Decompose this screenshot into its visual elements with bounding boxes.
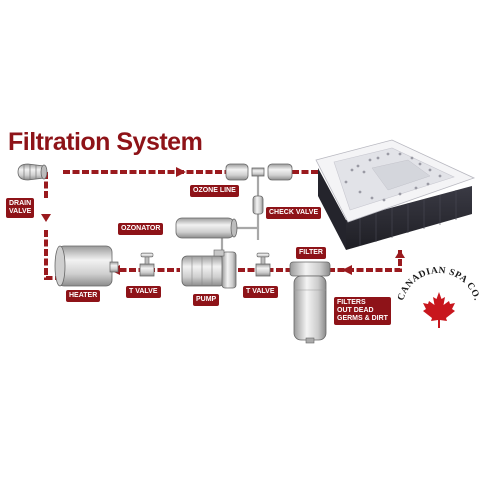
filter-note-line: GERMS & DIRT [337, 315, 388, 322]
drain-valve-label-line: VALVE [9, 208, 32, 215]
pump-label: PUMP [193, 294, 220, 306]
pump [181, 249, 237, 289]
page-title: Filtration System [8, 128, 203, 157]
title-text: Filtration System [8, 128, 203, 156]
canadian-spa-co-logo: CANADIAN SPA CO. [396, 266, 480, 328]
t-valve-left [139, 252, 155, 277]
heater-label: HEATER [66, 290, 101, 302]
filter-note-line: FILTERS [337, 299, 366, 306]
ozone-line-fitting [225, 163, 293, 181]
heater [54, 245, 119, 287]
drain-valve [17, 163, 48, 181]
check-valve [252, 195, 264, 215]
ozonator [175, 217, 238, 239]
filter-label: FILTER [296, 247, 326, 259]
t-valve-right [255, 252, 271, 277]
t-valve-right-label: T VALVE [243, 286, 278, 298]
spa-hot-tub [315, 139, 476, 250]
ozone-line-label: OZONE LINE [190, 185, 239, 197]
t-valve-left-label: T VALVE [126, 286, 161, 298]
filter-note-label: FILTERS OUT DEAD GERMS & DIRT [334, 297, 391, 325]
filter-canister [289, 261, 331, 344]
filter-note-line: OUT DEAD [337, 307, 374, 314]
ozonator-label: OZONATOR [118, 223, 164, 235]
check-valve-label: CHECK VALVE [266, 207, 322, 219]
drain-valve-label-line: DRAIN [9, 200, 32, 207]
drain-valve-label: DRAIN VALVE [6, 198, 35, 218]
maple-leaf-icon [423, 292, 455, 328]
